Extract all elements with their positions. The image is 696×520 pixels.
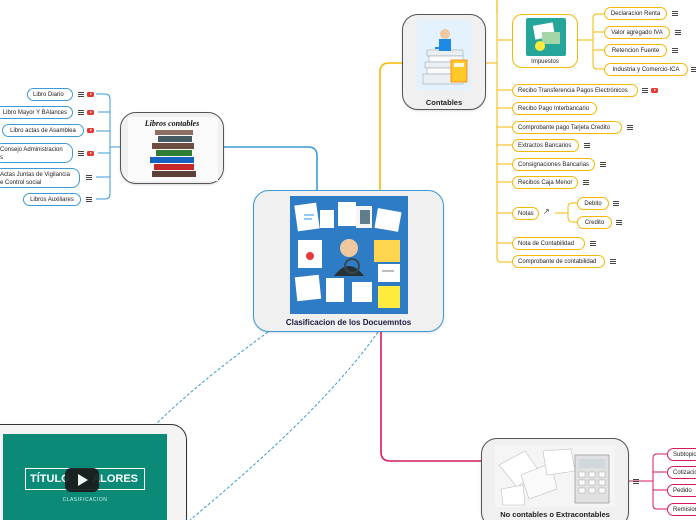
notes-icon[interactable] (672, 11, 678, 16)
libro-diario-topic[interactable]: Libro Diario (27, 88, 73, 101)
impuestos-label: Impuestos (531, 59, 559, 65)
debito-topic[interactable]: Debito (577, 197, 609, 210)
contables-label: Contables (425, 98, 463, 107)
video-title-right: ALORES (92, 473, 138, 485)
play-icon[interactable] (65, 468, 99, 492)
notes-icon[interactable] (675, 30, 681, 35)
video-icon[interactable] (87, 128, 94, 133)
retencion-fuente-topic[interactable]: Retencion Fuente (604, 44, 667, 57)
video-icon[interactable] (87, 151, 94, 156)
external-link-icon[interactable]: ↗ (543, 207, 550, 216)
libros-contables-node[interactable]: Libros contables (120, 112, 224, 184)
impuestos-node[interactable]: Impuestos (512, 14, 578, 68)
extractos-bancarios-topic[interactable]: Extractos Bancarios (512, 139, 579, 152)
recibo-transferencia-topic[interactable]: Recibo Transferencia Pagos Electrónicos (512, 84, 638, 97)
video-icon[interactable] (87, 110, 94, 115)
notes-icon[interactable] (642, 88, 648, 93)
central-topic[interactable]: Clasificacion de los Docuemntos (253, 190, 444, 332)
valor-agregado-iva-topic[interactable]: Valor agregado IVA (604, 26, 670, 39)
video-subtitle: CLASIFICACION (62, 497, 108, 503)
comprobante-pago-tarjeta-topic[interactable]: Comprobante pago Tarjeta Credito (512, 121, 622, 134)
notes-icon[interactable] (627, 125, 633, 130)
crumpled-papers-image (495, 445, 615, 507)
notes-icon[interactable] (86, 197, 92, 202)
recibo-pago-interbancario-topic[interactable]: Recibo Pago Interbancario (512, 102, 597, 115)
declaracion-renta-topic[interactable]: Declaracion Renta (604, 7, 667, 20)
notes-icon[interactable] (78, 92, 84, 97)
subtopic-topic[interactable]: Subtopic (667, 448, 696, 461)
remision-topic[interactable]: Remision (667, 503, 696, 516)
notes-icon[interactable] (600, 162, 606, 167)
notas-topic[interactable]: Notas (512, 207, 539, 220)
actas-juntas-vigilancia-topic[interactable]: Actas Juntas de Vigilancia e Control soc… (0, 168, 80, 188)
no-contables-node[interactable]: No contables o Extracontables (481, 438, 629, 520)
credito-topic[interactable]: Credito (577, 216, 612, 229)
books-stack-image (128, 117, 218, 181)
documents-collage-image (290, 196, 408, 314)
libro-actas-asamblea-topic[interactable]: Libro actas de Asamblea (2, 124, 84, 137)
video-node[interactable]: TÍTULO ALORES CLASIFICACION (0, 424, 187, 520)
video-thumbnail[interactable]: TÍTULO ALORES CLASIFICACION (3, 434, 167, 520)
libro-mayor-topic[interactable]: Libro Mayor Y BAlances (0, 106, 73, 119)
no-contables-label: No contables o Extracontables (500, 510, 610, 519)
consignaciones-bancarias-topic[interactable]: Consignaciones Bancarias (512, 158, 595, 171)
recibos-caja-menor-topic[interactable]: Recibos Caja Menor (512, 176, 578, 189)
notes-icon[interactable] (78, 110, 84, 115)
notes-icon[interactable] (610, 259, 616, 264)
comprobante-contabilidad-topic[interactable]: Comprobante de contabilidad (512, 255, 605, 268)
notes-icon[interactable] (590, 241, 596, 246)
video-title-left: TÍTULO (30, 473, 70, 485)
video-icon[interactable] (651, 88, 658, 93)
notes-icon[interactable] (86, 175, 92, 180)
cotizacion-topic[interactable]: Cotizacion (667, 466, 696, 479)
video-icon[interactable] (87, 92, 94, 97)
notes-icon[interactable] (633, 479, 639, 484)
industria-comercio-ica-topic[interactable]: Industria y Comercio-ICA (604, 63, 688, 76)
consejo-administracion-topic[interactable]: Consejo Administracion s (0, 143, 73, 163)
notes-icon[interactable] (613, 201, 619, 206)
notes-icon[interactable] (78, 151, 84, 156)
notes-icon[interactable] (583, 180, 589, 185)
contables-node[interactable]: Contables (402, 14, 486, 110)
libros-image-title: Libros contables (144, 119, 200, 128)
central-topic-label: Clasificacion de los Docuemntos (285, 318, 412, 327)
notes-icon[interactable] (672, 48, 678, 53)
nota-contabilidad-topic[interactable]: Nota de Contabilidad (512, 237, 585, 250)
stacked-documents-image (417, 20, 471, 90)
notes-icon[interactable] (616, 220, 622, 225)
notes-icon[interactable] (584, 143, 590, 148)
notes-icon[interactable] (691, 67, 696, 72)
pedido-topic[interactable]: Pedido (667, 484, 696, 497)
tax-papers-image (526, 18, 566, 56)
libros-auxiliares-topic[interactable]: Libros Auxiliares (23, 193, 81, 206)
